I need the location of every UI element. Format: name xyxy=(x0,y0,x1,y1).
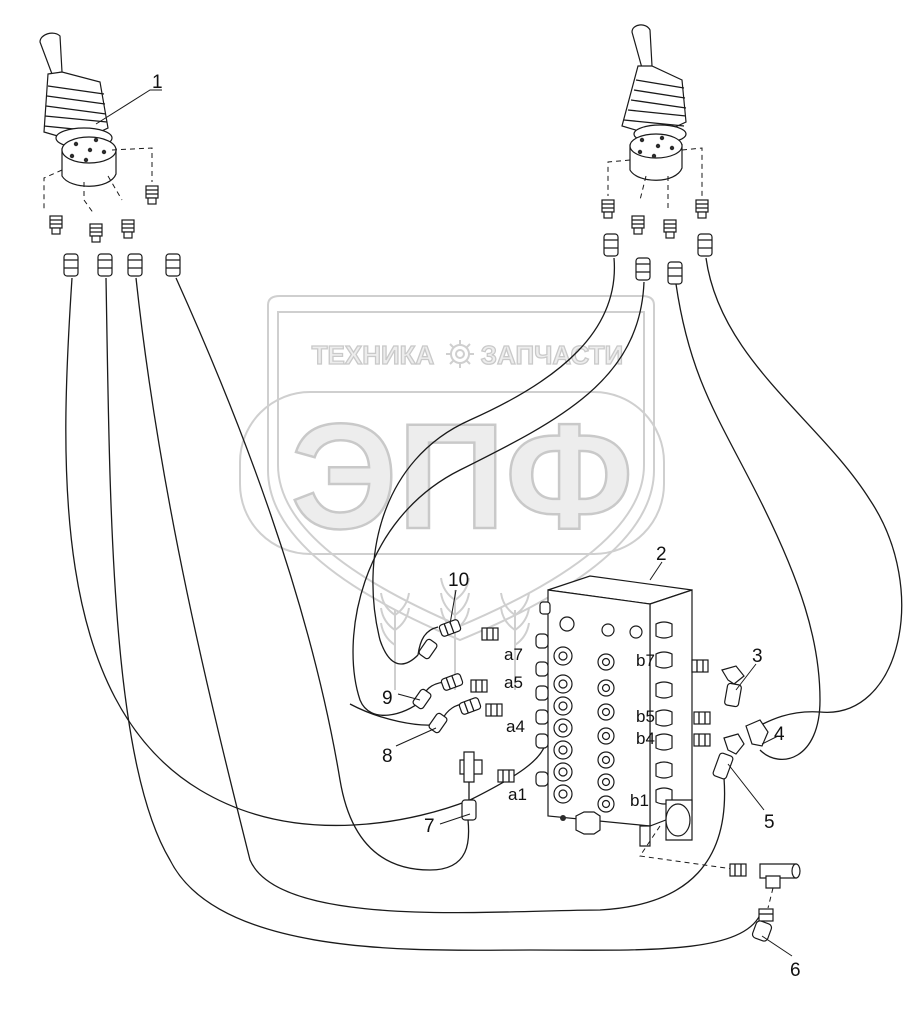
wheat-emblem xyxy=(380,577,530,690)
port-label-b5: b5 xyxy=(636,707,655,726)
port-column-right xyxy=(597,653,615,813)
port-label-a1: a1 xyxy=(508,785,527,804)
hose xyxy=(65,277,546,827)
hose xyxy=(675,283,821,760)
port-label-b4: b4 xyxy=(636,729,655,748)
callout-10: 10 xyxy=(448,570,469,591)
callout-5: 5 xyxy=(764,812,775,833)
hose xyxy=(105,277,761,951)
valve-block xyxy=(535,575,741,871)
pilot-ports-a xyxy=(535,601,551,787)
hose xyxy=(705,257,903,729)
watermark: ТЕХНИКА ЗАПЧАСТИ ЭПФ xyxy=(239,295,665,690)
callout-4: 4 xyxy=(774,724,785,745)
left-joystick xyxy=(39,32,153,215)
port-column-left xyxy=(553,646,573,804)
callout-9: 9 xyxy=(382,688,393,709)
callout-8: 8 xyxy=(382,746,393,767)
hose xyxy=(352,281,645,716)
watermark-monogram: ЭПФ xyxy=(291,392,634,560)
tee-fitting-7 xyxy=(459,751,483,821)
right-joystick xyxy=(607,24,703,210)
port-label-a5: a5 xyxy=(504,673,523,692)
tee-fitting-6 xyxy=(729,863,801,942)
left-fittings xyxy=(49,185,181,277)
callout-7: 7 xyxy=(424,816,435,837)
hose xyxy=(175,277,470,871)
callouts: 1 2 3 4 5 6 7 8 9 10 xyxy=(152,72,801,981)
port-labels: a7 a5 a4 a1 b7 b5 b4 b1 xyxy=(504,645,655,810)
watermark-word-right: ЗАПЧАСТИ xyxy=(481,340,624,370)
hose xyxy=(135,277,726,914)
callout-6: 6 xyxy=(790,960,801,981)
port-label-a4: a4 xyxy=(506,717,525,736)
callout-1: 1 xyxy=(152,72,163,93)
leader-lines xyxy=(95,89,793,957)
callout-3: 3 xyxy=(752,646,763,667)
watermark-word-left: ТЕХНИКА xyxy=(312,340,435,370)
callout-2: 2 xyxy=(656,544,667,565)
right-fittings xyxy=(601,199,713,285)
hose xyxy=(372,257,616,665)
port-label-a7: a7 xyxy=(504,645,523,664)
pilot-ports-b xyxy=(655,621,673,805)
port-label-b7: b7 xyxy=(636,651,655,670)
port-label-b1: b1 xyxy=(630,791,649,810)
gear-icon xyxy=(446,340,474,368)
